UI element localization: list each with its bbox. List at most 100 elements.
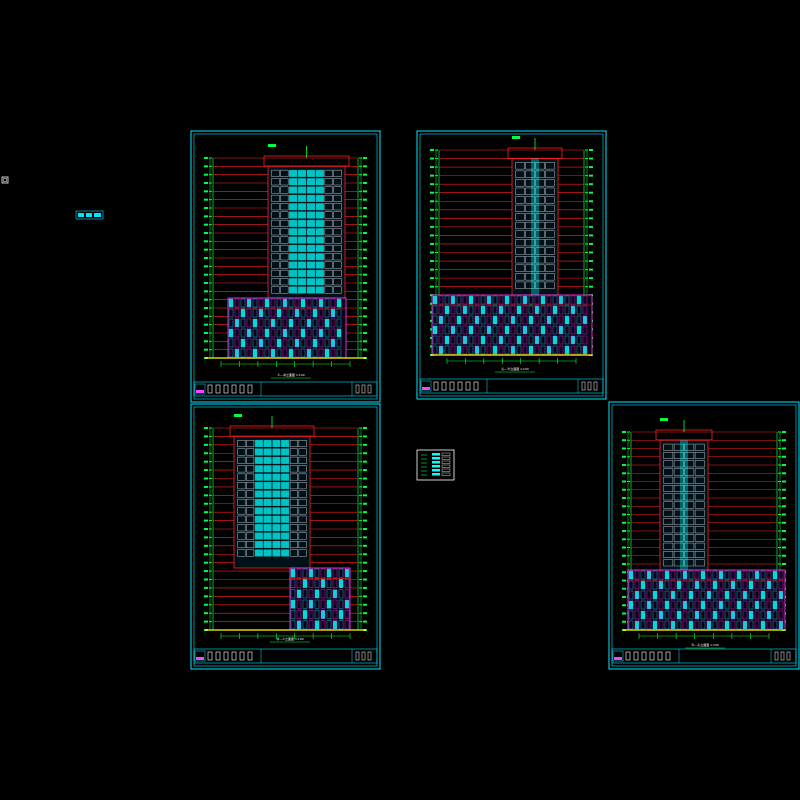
podium-window	[486, 335, 492, 345]
tower-window	[694, 551, 705, 558]
tower-window	[525, 196, 535, 204]
podium-window	[276, 338, 282, 348]
tower-window	[237, 515, 246, 523]
stray-legend-block[interactable]	[75, 210, 104, 220]
podium-window	[634, 590, 640, 600]
podium-window	[640, 580, 646, 590]
podium-window	[450, 335, 456, 345]
stray-block-marker[interactable]	[1, 176, 9, 184]
podium-window	[516, 315, 522, 325]
detail-block[interactable]	[416, 449, 455, 481]
tower-window	[237, 532, 246, 540]
tower-window	[684, 443, 695, 451]
sheet-elevation-3[interactable]: ⑳—①立面图 1:100	[190, 403, 381, 670]
podium-window	[742, 600, 748, 610]
podium-window	[564, 345, 570, 355]
tower-window	[663, 460, 674, 468]
podium-window	[646, 570, 652, 580]
podium-window	[480, 295, 486, 305]
level-tag	[622, 596, 626, 598]
detail-row-cell	[441, 456, 451, 460]
podium-window	[324, 318, 330, 328]
tower-window	[298, 194, 307, 202]
tower-window	[515, 256, 525, 264]
podium-window	[336, 298, 342, 308]
title-block-logo	[420, 380, 432, 392]
podium-window	[332, 589, 338, 599]
podium-window	[718, 590, 724, 600]
podium-window	[748, 570, 754, 580]
podium-window	[504, 345, 510, 355]
sheet-inner-border	[419, 133, 604, 397]
tower-window	[663, 476, 674, 484]
tower-window	[280, 236, 289, 244]
title-block-cell	[239, 384, 245, 394]
level-tag	[430, 183, 434, 186]
tower-window	[289, 178, 298, 186]
tower-window	[684, 485, 695, 492]
podium-window	[270, 308, 276, 318]
podium-window	[658, 590, 664, 600]
tower-window	[298, 541, 307, 549]
podium-window	[432, 325, 438, 335]
tower-window	[684, 452, 695, 459]
podium-window	[670, 590, 676, 600]
podium-window	[778, 570, 784, 580]
title-block-stamp	[774, 651, 779, 661]
tower-window	[298, 278, 307, 286]
level-tag	[622, 480, 626, 483]
tower-window	[315, 211, 324, 219]
tower-window	[263, 448, 272, 456]
podium-window	[754, 580, 760, 590]
tower-window	[271, 244, 280, 252]
podium-window	[486, 345, 492, 355]
tower-window	[298, 515, 307, 523]
podium-window	[552, 335, 558, 345]
tower-window	[271, 194, 280, 202]
tower-window	[289, 524, 298, 532]
podium-window	[742, 580, 748, 590]
podium-window	[688, 580, 694, 590]
tower-window	[271, 169, 280, 177]
tower-window	[673, 468, 684, 476]
tower-window	[684, 542, 695, 550]
tower-window	[315, 253, 324, 261]
podium-window	[628, 590, 634, 600]
podium-window	[480, 335, 486, 345]
level-tag	[204, 511, 208, 514]
podium-window	[456, 335, 462, 345]
podium-window	[640, 620, 646, 630]
podium-window	[558, 305, 564, 315]
tower-window	[333, 286, 342, 294]
podium-window	[534, 315, 540, 325]
podium-window	[492, 335, 498, 345]
podium-window	[234, 318, 240, 328]
title-block-stamp	[367, 651, 372, 661]
tower-window	[525, 256, 535, 264]
podium-window	[264, 298, 270, 308]
podium-window	[486, 325, 492, 335]
podium-window	[700, 590, 706, 600]
podium-window	[664, 590, 670, 600]
level-tag	[204, 586, 208, 589]
podium-window	[246, 308, 252, 318]
tower-window	[306, 211, 315, 219]
level-tag	[363, 223, 367, 226]
tower-window	[525, 221, 535, 230]
podium-window	[516, 345, 522, 355]
sheet-elevation-1[interactable]: ①—⑳立面图 1:100	[190, 130, 381, 403]
podium-window	[760, 620, 766, 630]
podium-window	[712, 600, 718, 610]
sheet-elevation-2[interactable]: Ⓐ—Ⓝ立面图 1:100	[416, 130, 607, 400]
podium-window	[564, 335, 570, 345]
podium-window	[330, 308, 336, 318]
podium-window	[288, 348, 294, 358]
podium-window	[296, 599, 302, 609]
podium-window	[294, 348, 300, 358]
tower-window	[525, 170, 535, 178]
podium-window	[474, 335, 480, 345]
sheet-elevation-4[interactable]: Ⓝ—Ⓐ立面图 1:100	[608, 401, 800, 670]
tower-window	[246, 507, 255, 515]
tower-window	[272, 448, 281, 456]
